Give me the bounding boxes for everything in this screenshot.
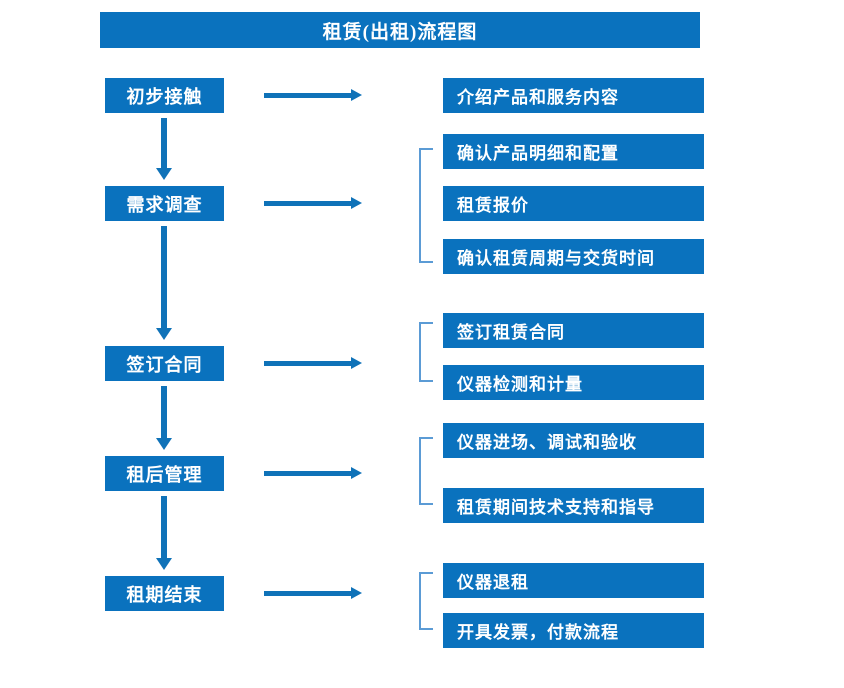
horizontal-arrow-stage1 [264,89,362,101]
stage-box-1[interactable]: 初步接触 [105,78,224,113]
vertical-arrow-stage1-to-stage2 [156,118,172,180]
horizontal-arrow-stage3 [264,357,362,369]
group-bracket-4 [419,437,433,505]
stage-box-3[interactable]: 签订合同 [105,346,224,381]
detail-box-5-2[interactable]: 开具发票，付款流程 [443,613,704,648]
horizontal-arrow-stage2 [264,197,362,209]
stage-box-2[interactable]: 需求调查 [105,186,224,221]
horizontal-arrow-stage5 [264,587,362,599]
group-bracket-5 [419,572,433,630]
detail-box-2-1[interactable]: 确认产品明细和配置 [443,134,704,169]
detail-box-3-2[interactable]: 仪器检测和计量 [443,365,704,400]
flowchart-title: 租赁(出租)流程图 [100,12,700,48]
stage-box-5[interactable]: 租期结束 [105,576,224,611]
detail-box-4-2[interactable]: 租赁期间技术支持和指导 [443,488,704,523]
vertical-arrow-stage3-to-stage4 [156,386,172,450]
detail-box-2-3[interactable]: 确认租赁周期与交货时间 [443,239,704,274]
detail-box-4-1[interactable]: 仪器进场、调试和验收 [443,423,704,458]
detail-box-1-1[interactable]: 介绍产品和服务内容 [443,78,704,113]
vertical-arrow-stage4-to-stage5 [156,496,172,570]
group-bracket-2 [419,148,433,263]
detail-box-2-2[interactable]: 租赁报价 [443,186,704,221]
detail-box-5-1[interactable]: 仪器退租 [443,563,704,598]
group-bracket-3 [419,322,433,382]
vertical-arrow-stage2-to-stage3 [156,226,172,340]
stage-box-4[interactable]: 租后管理 [105,456,224,491]
detail-box-3-1[interactable]: 签订租赁合同 [443,313,704,348]
horizontal-arrow-stage4 [264,467,362,479]
